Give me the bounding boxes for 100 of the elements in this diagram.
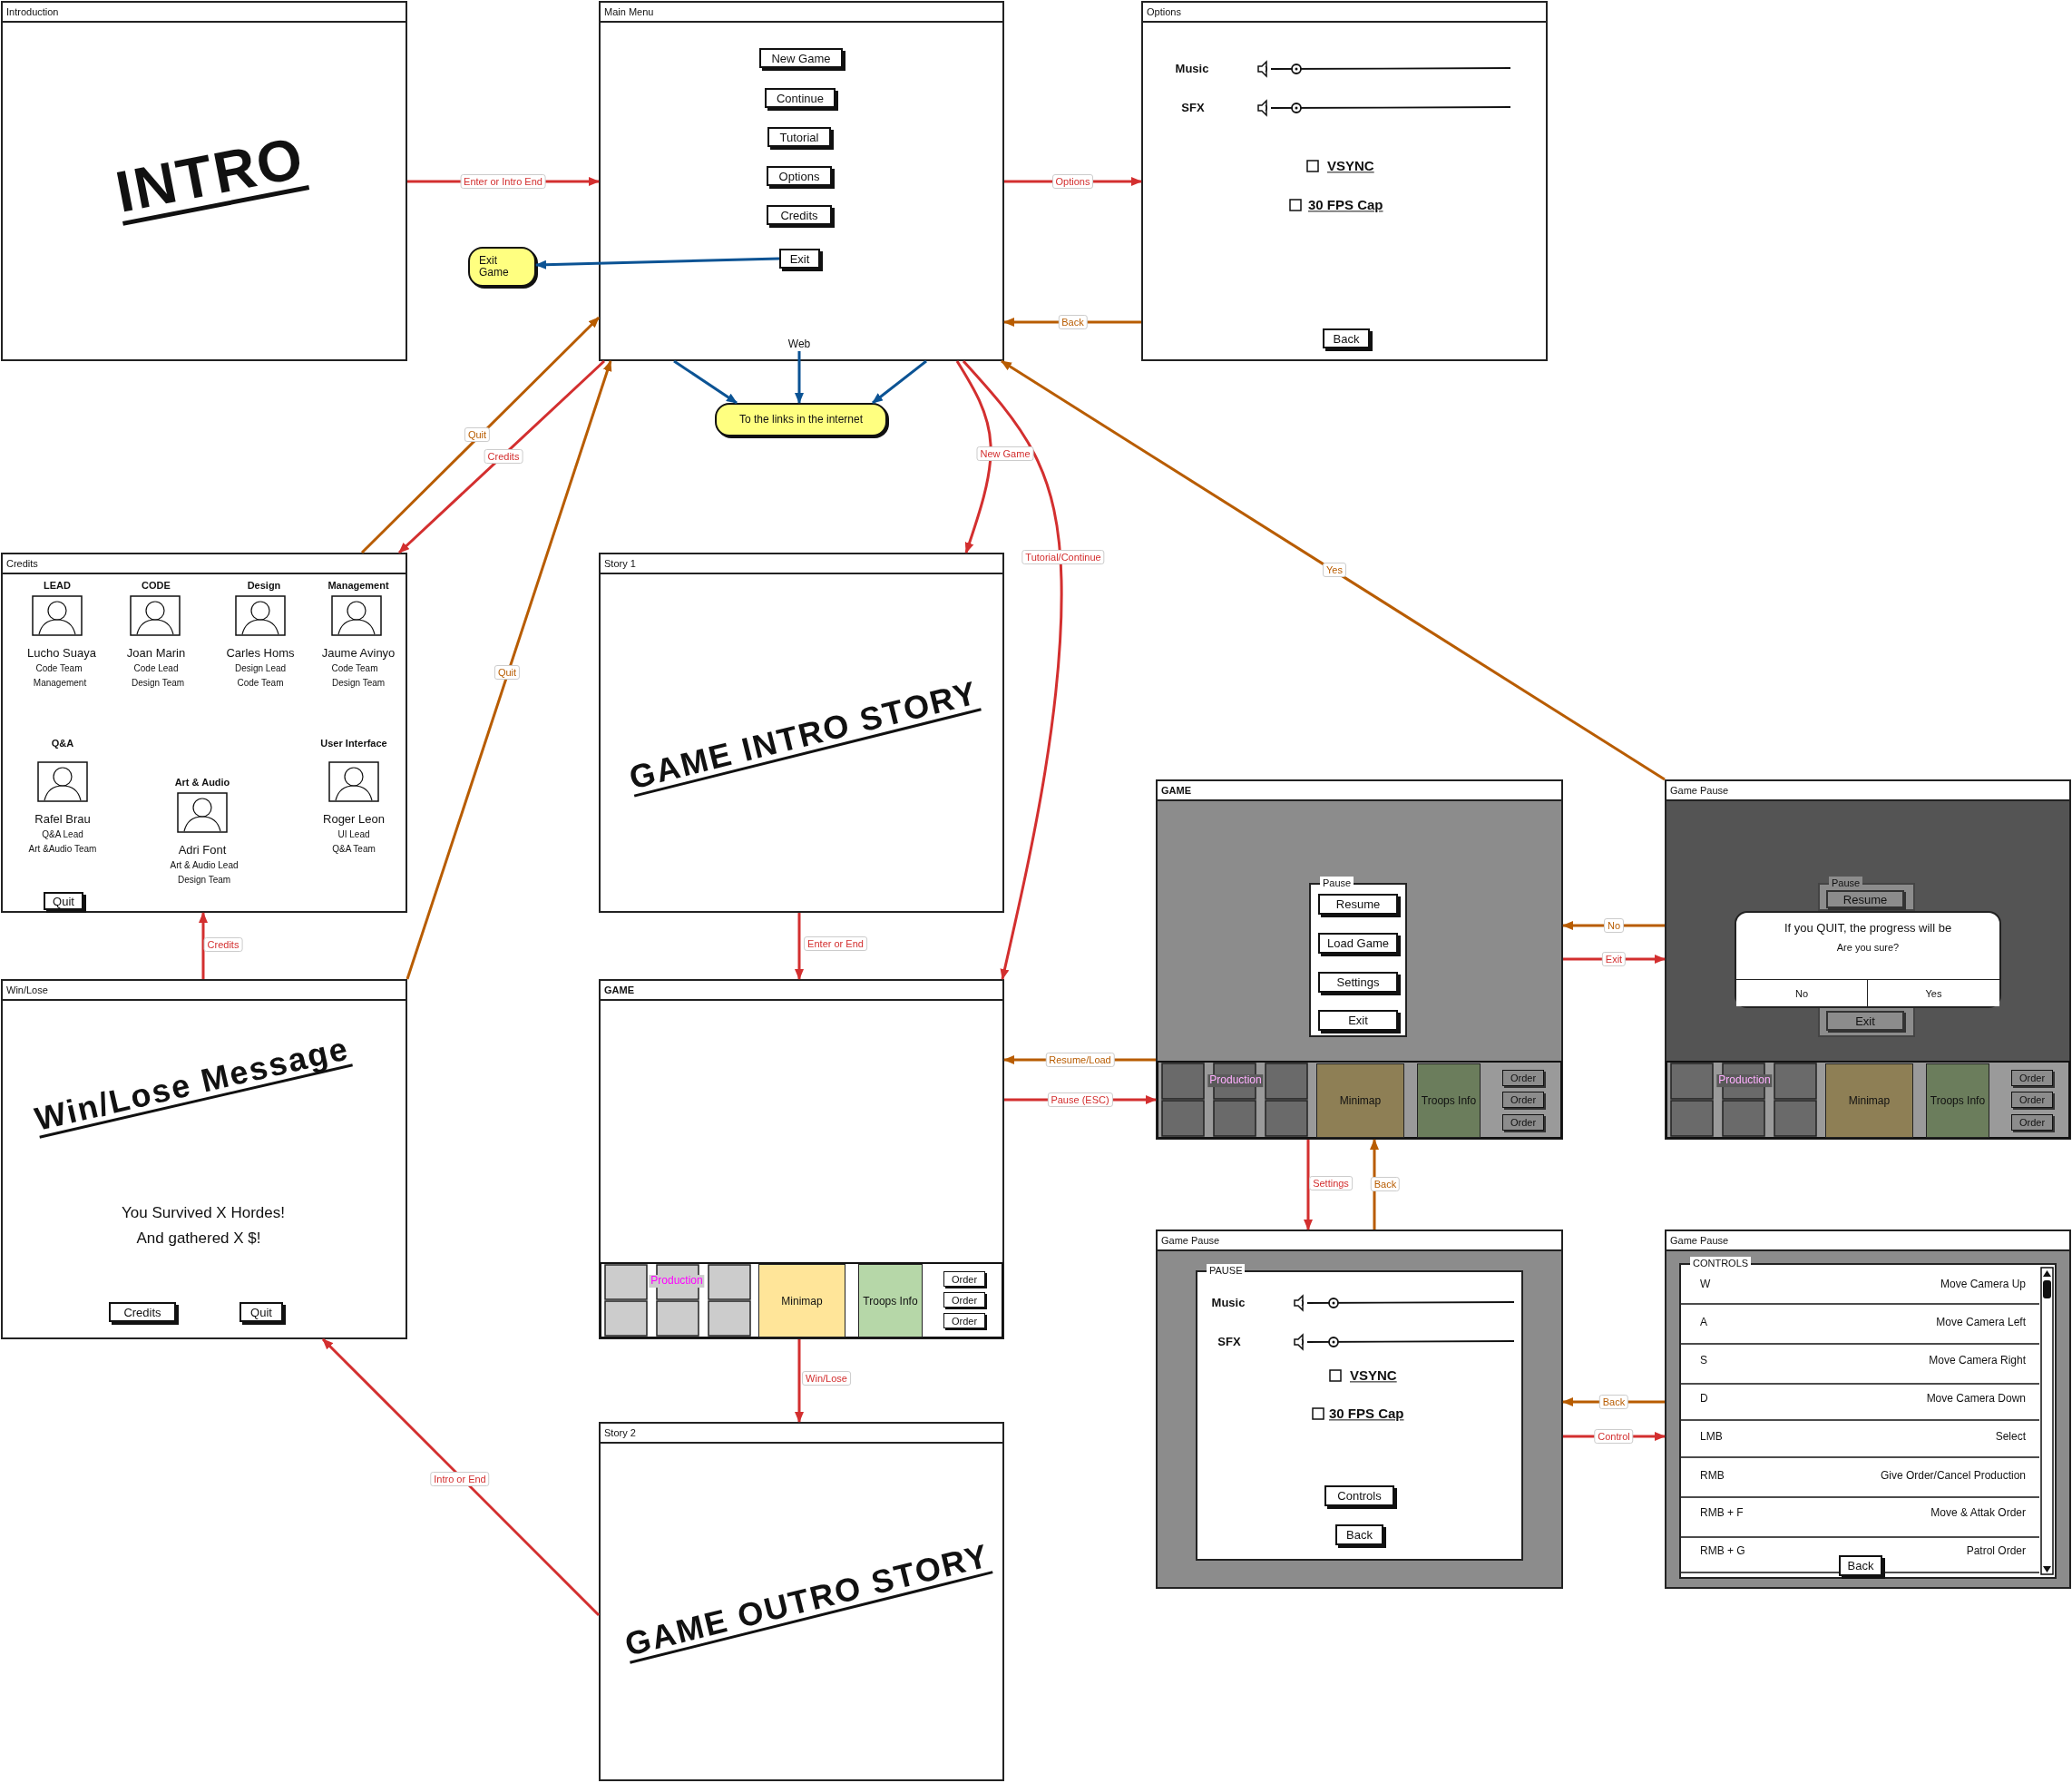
setting-label: SFX xyxy=(1181,101,1205,115)
menu-button: Tutorial xyxy=(767,127,831,147)
arrow xyxy=(962,360,1063,980)
edge-label: New Game xyxy=(976,446,1034,461)
menu-button: Load Game xyxy=(1318,933,1398,954)
menu-button: Settings xyxy=(1318,972,1398,993)
checkbox-label: VSYNC xyxy=(1327,158,1374,174)
order-button: Order xyxy=(1502,1114,1544,1131)
menu-button: Resume xyxy=(1318,894,1398,915)
minimap-panel: Minimap xyxy=(1316,1063,1404,1138)
edge-label: Exit xyxy=(1601,952,1627,966)
control-action: Move Camera Down xyxy=(1926,1393,2026,1406)
panel-heading: Pause xyxy=(1829,877,1863,889)
menu-button: Quit xyxy=(239,1302,283,1322)
arrow xyxy=(955,360,992,554)
edge-label: Control xyxy=(1594,1429,1634,1444)
edge-label: Tutorial/Continue xyxy=(1021,550,1105,564)
note-bubble: To the links in the internet xyxy=(715,403,887,436)
control-key: D xyxy=(1700,1393,1708,1406)
order-button: Order xyxy=(943,1292,985,1308)
arrow xyxy=(1001,359,1666,781)
arrow xyxy=(673,359,738,405)
arrow xyxy=(872,359,927,405)
member-role: Design Team xyxy=(331,678,386,689)
edge-label: Pause (ESC) xyxy=(1047,1092,1113,1107)
screen-window xyxy=(1156,1229,1563,1589)
note-bubble: Exit Game xyxy=(468,247,536,287)
menu-button: New Game xyxy=(759,48,843,68)
edge-label: Options xyxy=(1051,174,1094,189)
message-text: And gathered X $! xyxy=(136,1229,261,1248)
edge-label: Enter or Intro End xyxy=(460,174,546,189)
panel-heading: CONTROLS xyxy=(1690,1257,1752,1269)
confirm-dialog xyxy=(1735,911,2001,1008)
arrow xyxy=(321,1337,601,1617)
menu-button: Continue xyxy=(765,88,836,108)
checkbox-label: 30 FPS Cap xyxy=(1329,1406,1404,1422)
control-key: RMB + F xyxy=(1700,1507,1744,1520)
edge-label: Quit xyxy=(494,665,521,680)
edge-label: Back xyxy=(1598,1395,1629,1409)
arrow xyxy=(795,351,804,404)
control-key: A xyxy=(1700,1317,1707,1329)
screen-window xyxy=(1141,1,1548,361)
menu-button: Exit xyxy=(1826,1011,1904,1031)
menu-button: Credits xyxy=(767,205,832,225)
order-button: Order xyxy=(1502,1092,1544,1108)
hud-label: Production xyxy=(1716,1074,1773,1087)
panel-heading: PAUSE xyxy=(1207,1264,1246,1277)
edge-label: Quit xyxy=(464,427,491,442)
member-name: Lucho Suaya xyxy=(27,646,96,661)
troops-info-panel: Troops Info xyxy=(858,1264,923,1337)
control-key: W xyxy=(1700,1278,1711,1291)
arrow xyxy=(360,316,601,554)
edge-label: Intro or End xyxy=(430,1472,490,1486)
member-name: Jaume Avinyo xyxy=(321,646,396,661)
order-button: Order xyxy=(2011,1070,2053,1086)
control-key: S xyxy=(1700,1355,1707,1367)
troops-info-panel: Troops Info xyxy=(1926,1063,1989,1138)
menu-button: Controls xyxy=(1324,1485,1394,1506)
control-action: Move & Attak Order xyxy=(1930,1507,2026,1520)
control-action: Select xyxy=(1995,1431,2026,1444)
arrow xyxy=(795,913,804,980)
dialog-message: If you QUIT, the progress will be xyxy=(1783,921,1953,935)
order-button: Order xyxy=(2011,1114,2053,1131)
troops-info-panel: Troops Info xyxy=(1417,1063,1481,1138)
section-heading: User Interface xyxy=(320,737,387,749)
section-heading: Management xyxy=(327,579,389,592)
screen-window xyxy=(1665,1229,2071,1589)
menu-button: Exit xyxy=(1318,1010,1398,1031)
menu-button: Exit xyxy=(779,249,820,269)
control-action: Patrol Order xyxy=(1966,1545,2026,1558)
edge-label: Credits xyxy=(484,449,523,464)
member-role: Q&A Team xyxy=(332,844,376,855)
hud-label: Production xyxy=(1207,1074,1264,1087)
arrow xyxy=(199,912,208,979)
section-heading: Q&A xyxy=(51,737,74,749)
screen-window xyxy=(599,1422,1004,1781)
section-heading: Art & Audio xyxy=(174,776,230,789)
member-role: Design Lead xyxy=(234,663,287,674)
order-button: Order xyxy=(943,1313,985,1328)
member-name: Roger Leon xyxy=(323,812,385,827)
arrow xyxy=(1304,1140,1313,1230)
screen-window xyxy=(1,553,407,913)
dialog-button: Yes xyxy=(1868,979,1999,1006)
setting-label: SFX xyxy=(1217,1335,1241,1349)
member-role: Code Team xyxy=(237,678,284,689)
control-key: LMB xyxy=(1700,1431,1723,1444)
menu-button: Resume xyxy=(1826,890,1904,908)
control-action: Move Camera Up xyxy=(1940,1278,2026,1291)
edge-label: Settings xyxy=(1309,1176,1353,1190)
member-name: Rafel Brau xyxy=(34,812,91,827)
member-role: Management xyxy=(33,678,87,689)
setting-label: Music xyxy=(1175,62,1209,76)
section-heading: CODE xyxy=(142,579,171,592)
control-action: Move Camera Right xyxy=(1929,1355,2026,1367)
member-role: UI Lead xyxy=(337,829,370,840)
menu-button: Quit xyxy=(44,892,83,910)
minimap-panel: Minimap xyxy=(758,1264,845,1337)
order-button: Order xyxy=(1502,1070,1544,1086)
screen-window xyxy=(599,553,1004,913)
edge-label: No xyxy=(1603,918,1625,933)
